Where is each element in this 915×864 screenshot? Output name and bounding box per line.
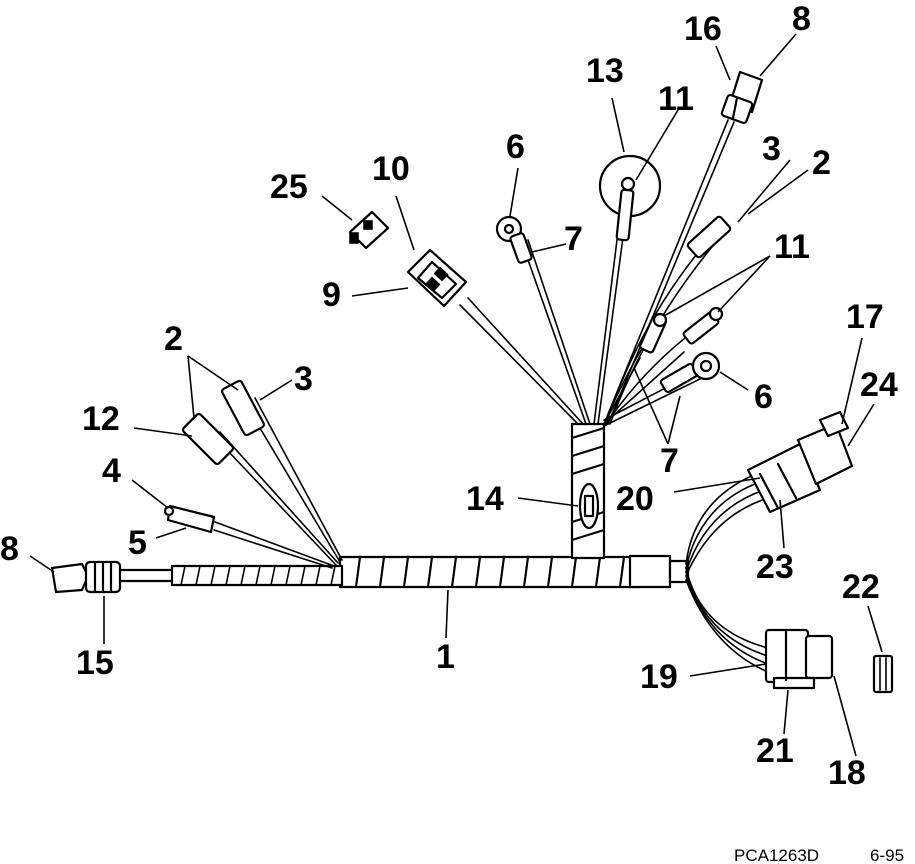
connector-16-8-top	[720, 70, 764, 125]
loose-terminal-25	[348, 210, 390, 250]
connector-assembly-lower-right	[764, 628, 834, 690]
terminal-2-left-upper	[221, 379, 265, 437]
callout-16: 16	[684, 10, 722, 48]
callout-25: 25	[270, 168, 308, 206]
callout-21: 21	[756, 732, 794, 770]
callout-12: 12	[82, 400, 120, 438]
left-fanout-leads	[163, 379, 343, 569]
disk-13-ring-11	[598, 154, 662, 242]
terminal-3-upper	[686, 215, 732, 259]
callout-14: 14	[466, 480, 504, 518]
callout-18: 18	[828, 754, 866, 792]
callout-10: 10	[372, 150, 410, 188]
left-lead-assembly	[50, 560, 344, 594]
loose-part-22	[872, 654, 894, 694]
callout-1: 1	[436, 638, 455, 676]
callout-13: 13	[586, 52, 624, 90]
callout-4: 4	[102, 452, 121, 490]
callout-19: 19	[640, 658, 678, 696]
connector-assembly-upper-right	[746, 410, 854, 514]
callout-24: 24	[860, 366, 898, 404]
callout-6-right: 6	[754, 378, 773, 416]
callout-23: 23	[756, 548, 794, 586]
callout-11-right: 11	[774, 228, 810, 266]
figure-code: PCA1263D	[734, 846, 819, 864]
callout-2-left: 2	[164, 320, 183, 358]
figure-footer: PCA1263D 6-95	[734, 846, 904, 864]
callout-8-top: 8	[792, 0, 811, 38]
upper-fanout-leads	[459, 119, 735, 427]
figure-date: 6-95	[870, 846, 904, 864]
callout-22: 22	[842, 568, 880, 606]
terminal-4-5-left	[166, 504, 216, 534]
callout-5: 5	[128, 524, 147, 562]
callout-7-upper: 7	[564, 220, 583, 258]
callout-labels: 1 2 2 3 3 4 5 6 6 7 7 8 8 9 10 11 11 12 …	[0, 0, 898, 792]
callout-7-lower: 7	[660, 442, 679, 480]
terminal-12-left	[181, 412, 235, 466]
harness-vertical-branch	[570, 422, 606, 560]
left-connector-8	[50, 562, 90, 594]
harness-main-trunk	[338, 554, 690, 589]
callout-8-left: 8	[0, 530, 19, 568]
ring-terminal-6-right	[659, 351, 721, 394]
connector-9-10	[406, 248, 468, 308]
callout-2-right: 2	[812, 144, 831, 182]
callout-6-upper: 6	[506, 128, 525, 166]
callout-15: 15	[76, 644, 114, 682]
callout-3-right: 3	[762, 130, 781, 168]
callout-20: 20	[616, 480, 654, 518]
terminals-11-right	[639, 306, 724, 354]
ring-terminal-6-upper	[495, 215, 533, 264]
callout-9: 9	[322, 276, 341, 314]
leader-lines	[29, 33, 883, 757]
callout-17: 17	[846, 298, 884, 336]
callout-3-left: 3	[294, 360, 313, 398]
callout-11-upper: 11	[658, 80, 694, 118]
